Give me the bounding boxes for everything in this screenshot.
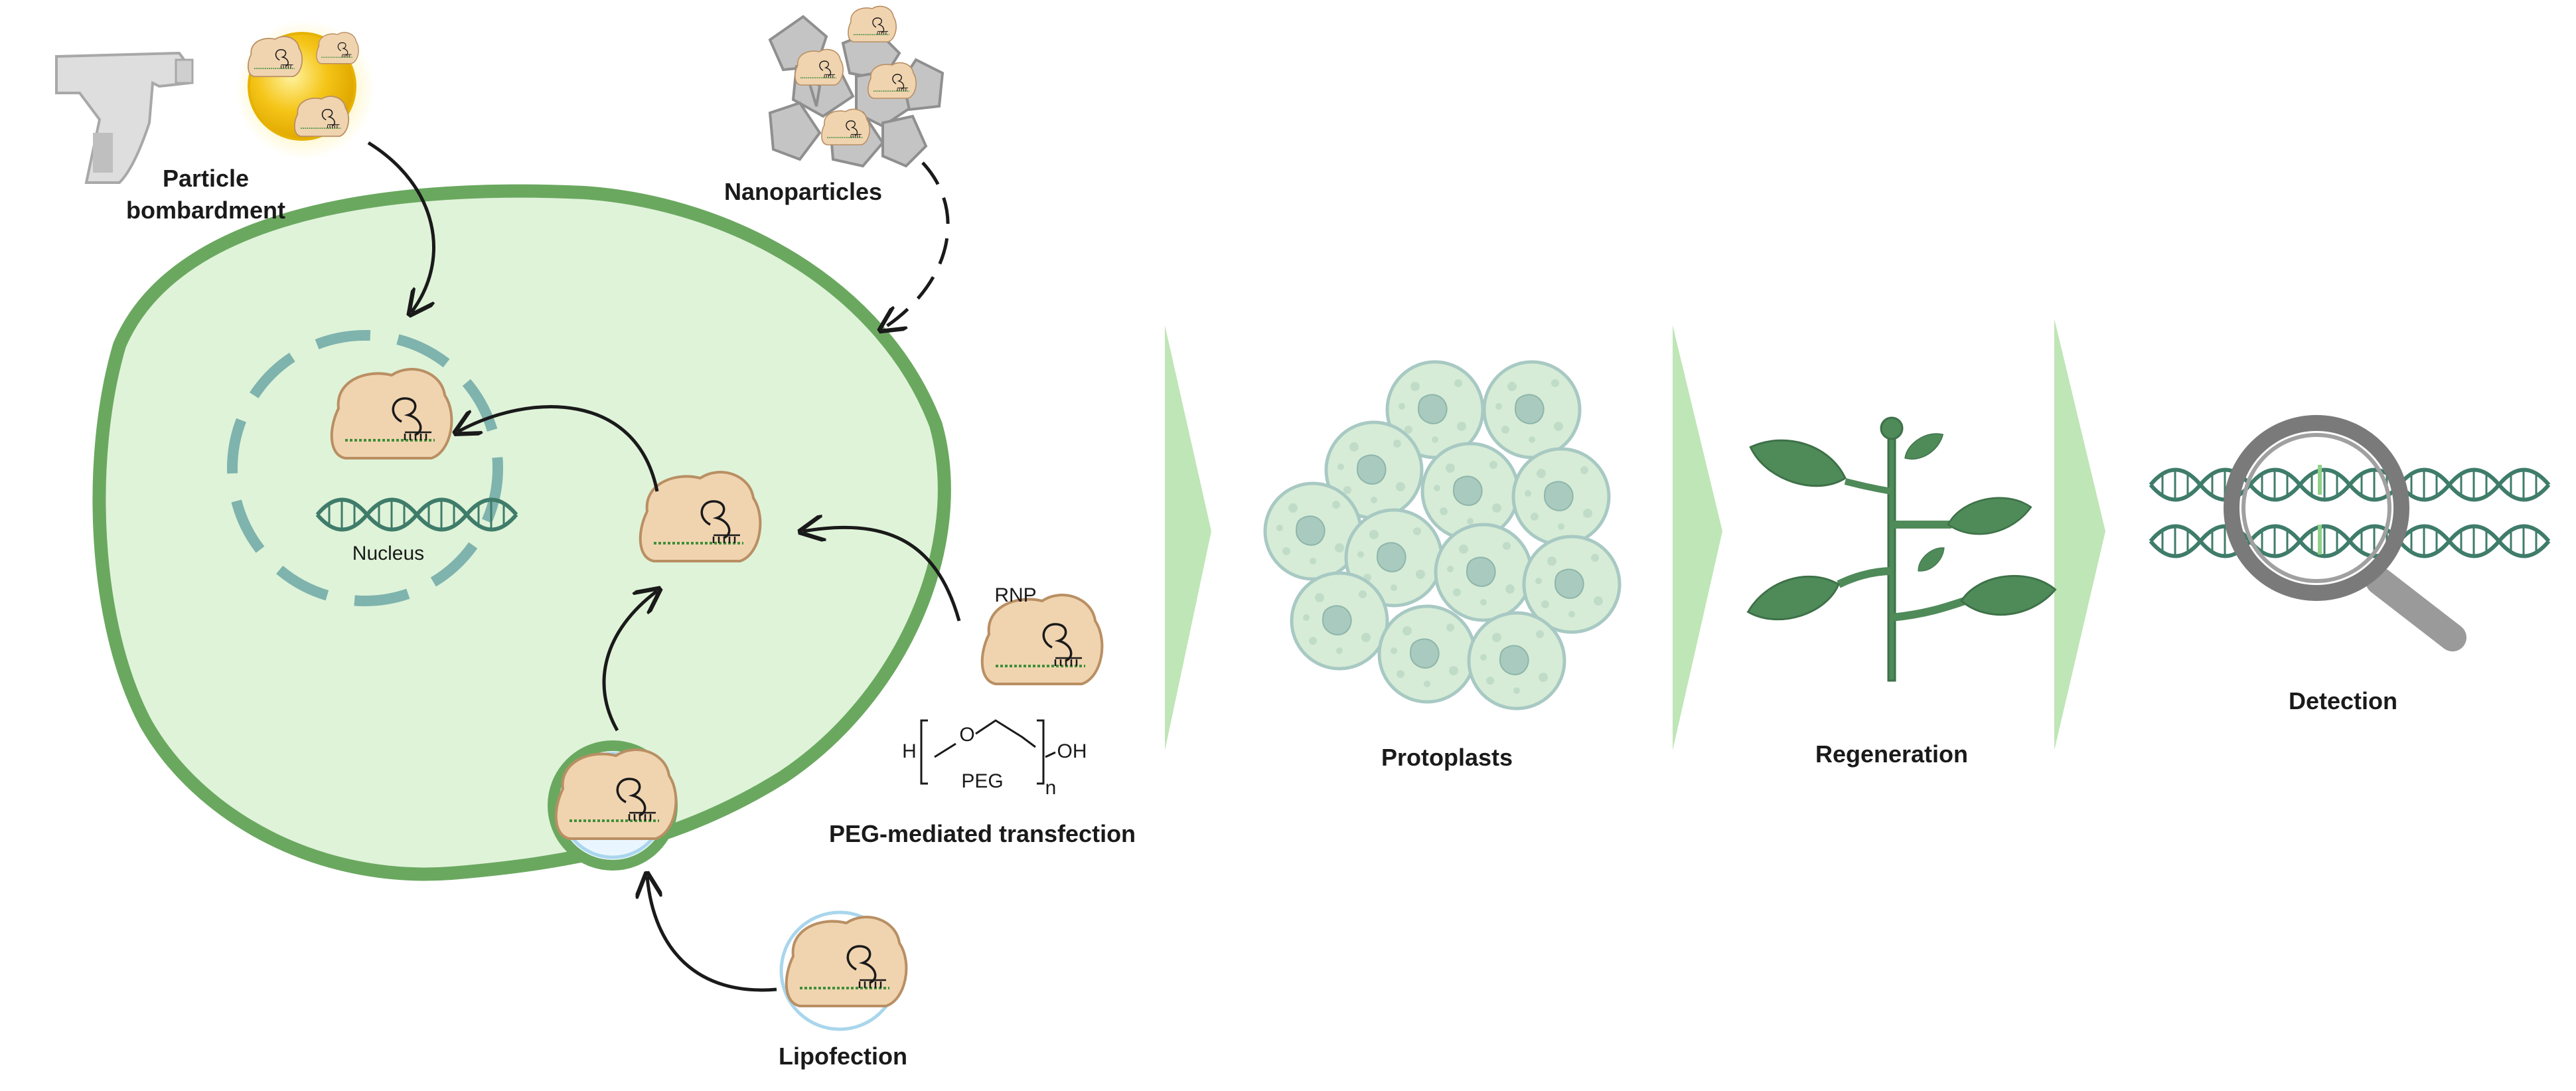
rnp-icon [554,748,678,840]
magnifier-icon [2224,415,2466,651]
particle-bombardment-line1: Particle [162,165,250,192]
peg-formula-peg: PEG [961,770,1004,792]
vesicle-to-cytoplasm-arrow [602,591,657,732]
gene-gun-icon [55,51,194,184]
protoplasts-icon [1265,362,1620,709]
step-chevron [1673,325,1722,750]
nucleus-envelope [227,330,503,606]
step-chevron [2054,319,2105,750]
step-chevron [1165,325,1211,750]
plant-cell [92,184,951,881]
nanoparticle-arrow [883,161,950,329]
peg-mediated-transfection-label: PEG-mediated transfection [828,820,1136,847]
lipofection-label: Lipofection [779,1043,907,1070]
peg-formula-oh: OH [1057,740,1087,762]
detection-label: Detection [2288,687,2398,714]
rnp-icon [330,368,453,460]
peg-formula-h: H [902,740,917,762]
nanoparticles-label: Nanoparticles [723,178,883,205]
rnp-icon [639,471,762,562]
rnp-icon [980,594,1104,685]
bombardment-arrow [367,141,435,312]
dna-icon [2151,470,2549,556]
cytoplasm-to-nucleus-arrow [458,405,659,492]
protoplasts-label: Protoplasts [1381,744,1513,771]
nucleus-label: Nucleus [352,543,425,564]
peg-formula-o: O [959,724,975,746]
rnp-label: RNP [994,584,1037,606]
peg-arrow [803,527,961,622]
rnp-icon [785,916,908,1007]
peg-formula-n: n [1045,777,1057,799]
regeneration-label: Regeneration [1815,740,1969,768]
peg-formula [920,719,1056,785]
lipofection-arrow [647,877,777,992]
particle-bombardment-label: Particle bombardment [106,163,305,226]
particle-bombardment-line2: bombardment [125,197,285,224]
plant-icon [1742,416,2058,682]
